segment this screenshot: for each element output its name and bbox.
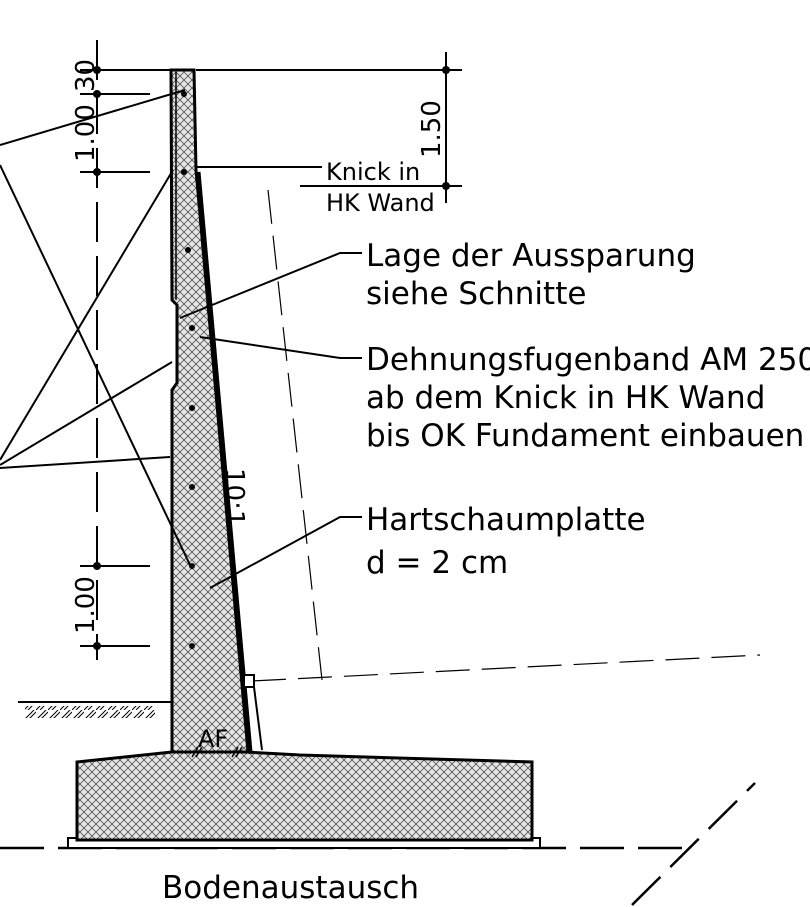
fugenband-label-2: ab dem Knick in HK Wand	[366, 380, 765, 416]
ground-surface	[18, 701, 172, 718]
dim-top-left: 1.00	[71, 104, 101, 162]
wall-stem	[169, 68, 253, 754]
rebar-dots	[181, 91, 195, 649]
hartschaum-edge	[243, 674, 263, 751]
fugenband-label-1: Dehnungsfugenband AM 250	[366, 342, 810, 378]
knick-label-1: Knick in	[326, 158, 420, 186]
leader-lines	[0, 89, 362, 589]
footing	[67, 750, 541, 849]
dim-top-right: 1.50	[417, 100, 447, 158]
left-dimension-chain	[80, 66, 172, 650]
hartschaum-label-1: Hartschaumplatte	[366, 502, 646, 538]
dim-top-small: 30	[71, 59, 101, 92]
slope-label: 10:1	[219, 468, 249, 526]
af-label: AF	[198, 725, 228, 753]
construction-lines	[0, 40, 761, 906]
dim-bottom-left: 1.00	[71, 576, 101, 634]
waterproofing-strip	[195, 171, 253, 753]
right-dimension	[196, 52, 462, 203]
af-marker	[178, 746, 244, 758]
aussparung-label-1: Lage der Aussparung	[366, 238, 696, 274]
aussparung-label-2: siehe Schnitte	[366, 276, 586, 312]
hartschaum-label-2: d = 2 cm	[366, 545, 508, 581]
knick-label-2: HK Wand	[326, 189, 435, 217]
fugenband-label-3: bis OK Fundament einbauen	[366, 418, 804, 454]
bodenaustausch-label: Bodenaustausch	[162, 870, 419, 906]
